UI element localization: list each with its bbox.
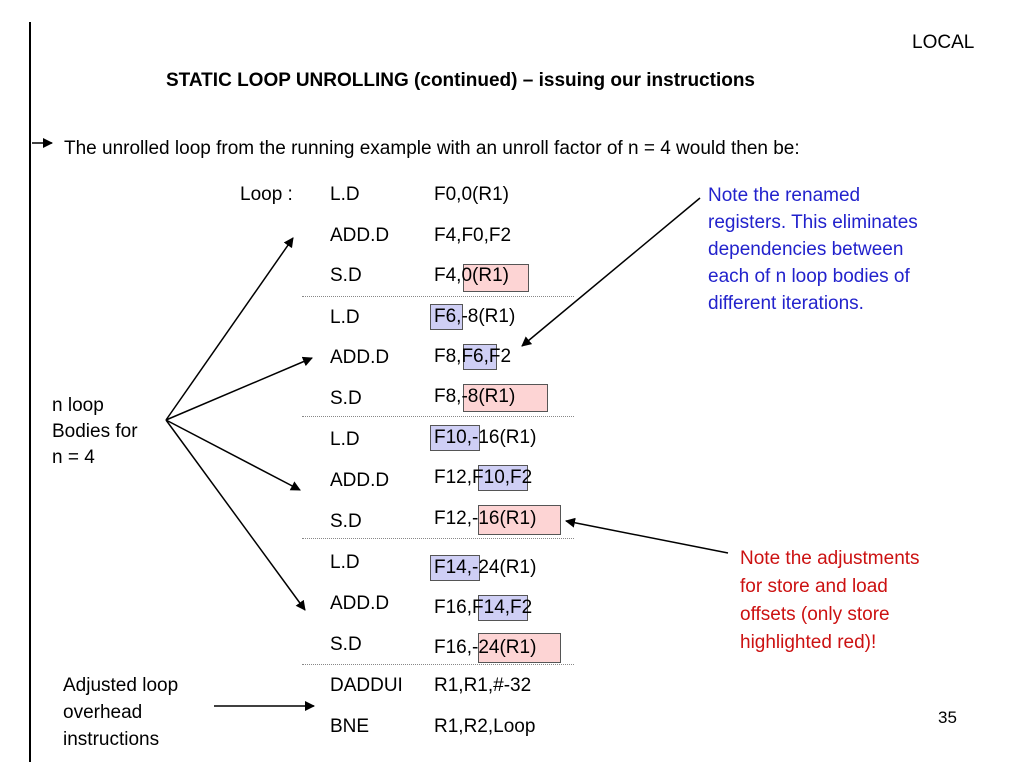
instr-op: L.D [330, 429, 360, 450]
n-loop-bodies-label: n loop Bodies for n = 4 [52, 395, 138, 468]
instr-arg: R1,R1,#-32 [434, 675, 532, 696]
instr-arg: F14,-24(R1) [434, 557, 537, 578]
instr-arg: F12,-16(R1) [434, 508, 537, 529]
highlight-offset-16 [478, 505, 561, 535]
instr-op: S.D [330, 511, 362, 532]
page-number: 35 [938, 708, 957, 727]
instr-op: BNE [330, 716, 370, 737]
loop-label: Loop : [240, 184, 293, 205]
instr-arg: F10,-16(R1) [434, 427, 537, 448]
instr-op: S.D [330, 265, 362, 286]
instr-op: ADD.D [330, 347, 390, 368]
instr-op: ADD.D [330, 470, 390, 491]
body-separator [302, 416, 574, 417]
instr-arg: F12,F10,F2 [434, 467, 533, 488]
left-margin-rule [29, 22, 31, 762]
highlight-reg-f6-load [430, 304, 463, 330]
arrow-renamed-note [521, 197, 701, 347]
instr-op: S.D [330, 388, 362, 409]
body-separator [302, 538, 574, 539]
highlight-reg-f10-add [478, 465, 528, 491]
instr-op: L.D [330, 552, 360, 573]
arrow-body-4 [165, 419, 306, 611]
corner-label: LOCAL [912, 32, 975, 53]
instr-arg: F4,0(R1) [434, 265, 509, 286]
highlight-offset-8 [463, 384, 548, 412]
body-separator [302, 664, 574, 665]
instr-op: S.D [330, 634, 362, 655]
renamed-registers-note: Note the renamed registers. This elimina… [708, 185, 918, 314]
instr-arg: F16,F14,F2 [434, 597, 533, 618]
highlight-offset-24 [478, 633, 561, 663]
offset-adjustment-note: Note the adjustments for store and load … [740, 548, 920, 653]
instr-op: L.D [330, 307, 360, 328]
instr-arg: F8,-8(R1) [434, 386, 516, 407]
adjusted-overhead-label: Adjusted loop overhead instructions [63, 675, 179, 750]
intro-text: The unrolled loop from the running examp… [64, 138, 800, 159]
instr-arg: F6,-8(R1) [434, 306, 516, 327]
body-separator [302, 296, 574, 297]
instr-arg: F16,-24(R1) [434, 637, 537, 658]
instr-op: DADDUI [330, 675, 403, 696]
highlight-reg-f6-add [463, 344, 497, 370]
instr-op: ADD.D [330, 225, 390, 246]
highlight-reg-f14-load [430, 555, 480, 581]
highlight-reg-f10-load [430, 425, 480, 451]
instr-arg: F4,F0,F2 [434, 225, 512, 246]
instr-arg: R1,R2,Loop [434, 716, 536, 737]
slide-title: STATIC LOOP UNROLLING (continued) – issu… [166, 70, 755, 91]
instr-arg: F8,F6,F2 [434, 346, 512, 367]
instr-arg: F0,0(R1) [434, 184, 509, 205]
arrow-body-2 [165, 356, 313, 421]
highlight-reg-f14-add [478, 595, 528, 621]
arrow-body-1 [165, 237, 294, 421]
highlight-offset-0 [463, 264, 529, 292]
instr-op: L.D [330, 184, 360, 205]
arrow-body-3 [165, 419, 301, 491]
arrow-adjust-note [565, 517, 729, 554]
instr-op: ADD.D [330, 593, 390, 614]
